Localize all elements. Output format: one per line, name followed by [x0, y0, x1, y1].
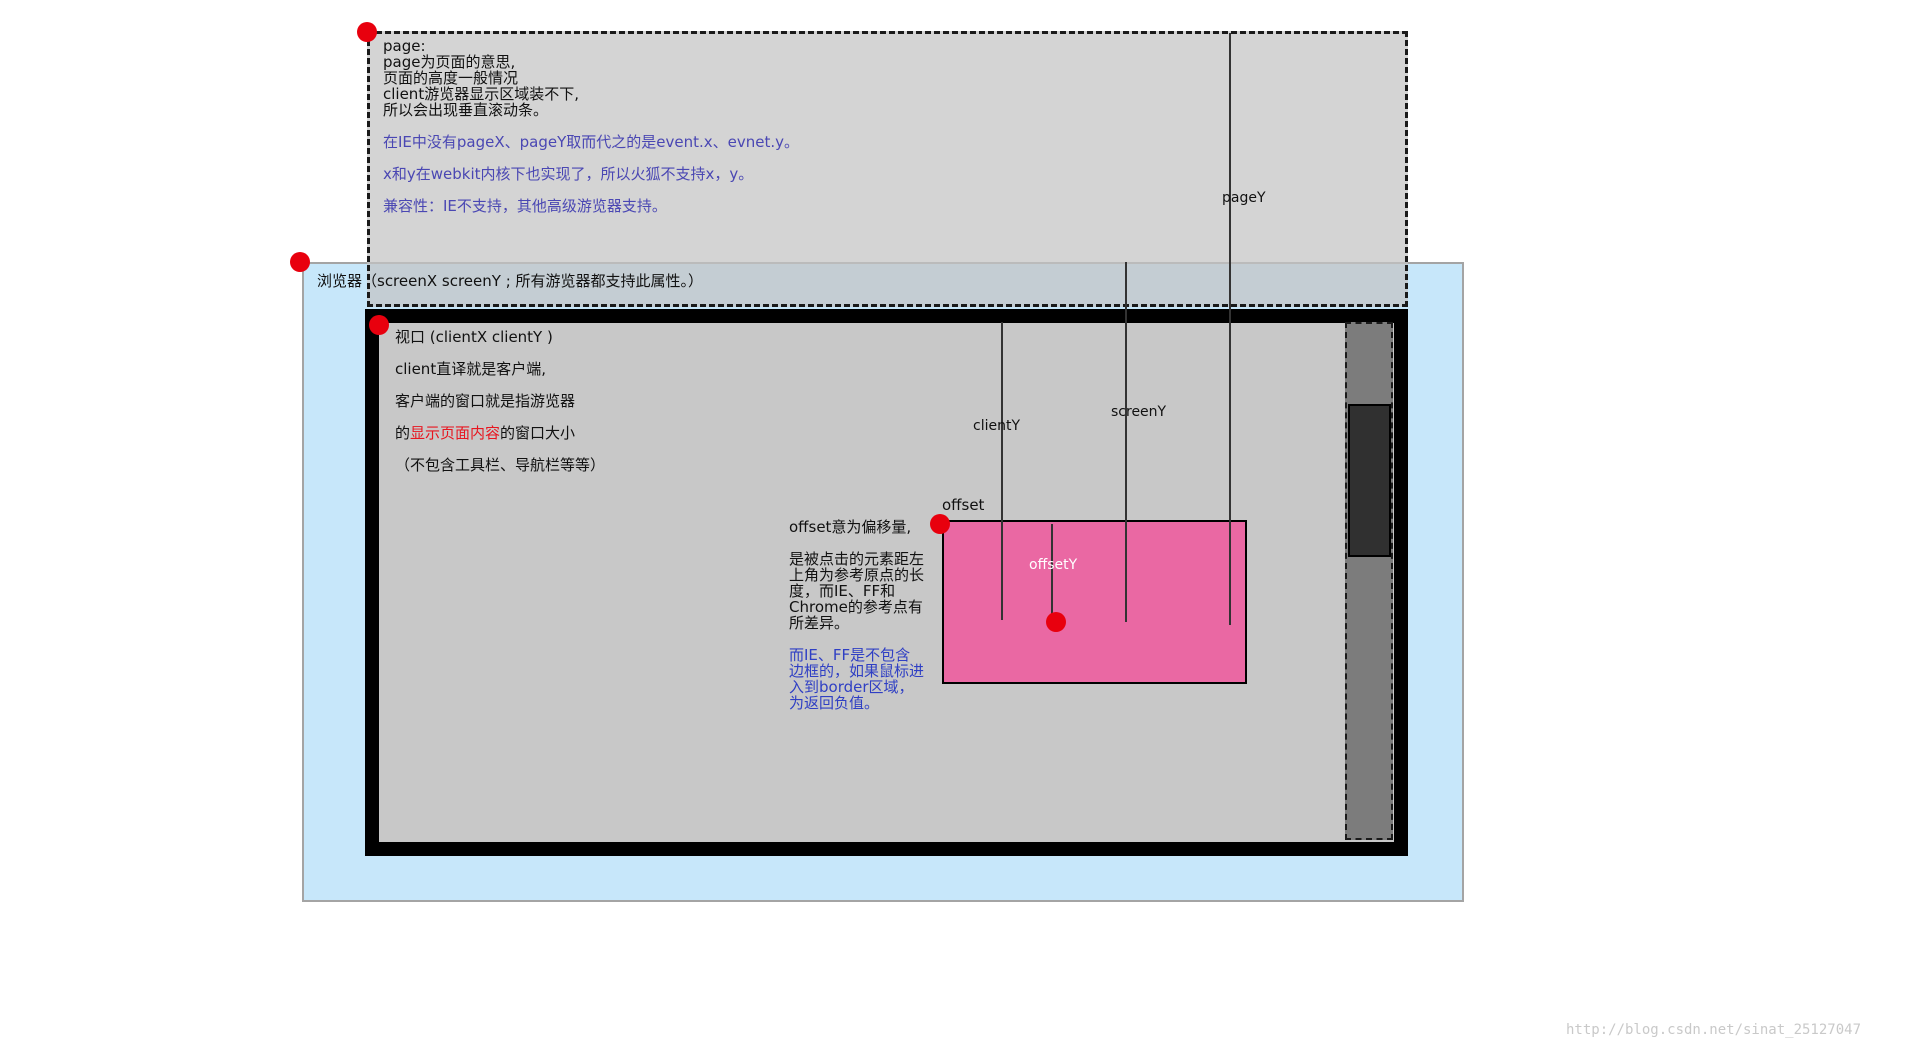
offset-desc-3-line-2: 边框的，如果鼠标进 — [789, 662, 925, 680]
offset-desc-2-line-3: 度，而IE、FF和 — [789, 582, 896, 600]
viewport-line-1: client直译就是客户端, — [395, 360, 546, 378]
offset-desc-2-line-1: 是被点击的元素距左 — [789, 550, 925, 568]
page-text-line-2: page为页面的意思, — [383, 53, 516, 71]
clienty-label: clientY — [973, 418, 1021, 434]
scrollbar-thumb — [1348, 404, 1391, 557]
browser-origin-dot — [290, 252, 310, 272]
screeny-line — [1125, 262, 1127, 622]
viewport-line-3: 的显示页面内容的窗口大小 — [395, 425, 575, 441]
click-point-dot — [1046, 612, 1066, 632]
clienty-line — [1001, 322, 1003, 620]
pagey-label: pageY — [1222, 190, 1266, 206]
offset-element-box — [942, 520, 1247, 684]
page-note-2: x和y在webkit内核下也实现了，所以火狐不支持x，y。 — [383, 165, 754, 183]
viewport-origin-dot — [369, 315, 389, 335]
viewport-line-2: 客户端的窗口就是指游览器 — [395, 392, 576, 410]
page-box — [367, 31, 1408, 307]
offset-desc-2-line-2: 上角为参考原点的长 — [789, 566, 925, 584]
offset-label: offset — [942, 496, 985, 514]
offsety-line — [1051, 524, 1053, 624]
page-text-line-1: page: — [383, 37, 426, 55]
offset-desc-2-line-5: 所差异。 — [789, 614, 850, 632]
offsety-label: offsetY — [1029, 557, 1078, 573]
offset-desc-3-line-4: 为返回负值。 — [789, 694, 880, 712]
browser-label: 浏览器（screenX screenY ; 所有游览器都支持此属性。） — [317, 272, 704, 290]
offset-desc-3-line-1: 而IE、FF是不包含 — [789, 646, 911, 664]
viewport-title: 视口 (clientX clientY ) — [395, 328, 553, 346]
page-note-3: 兼容性：IE不支持，其他高级游览器支持。 — [383, 197, 667, 215]
page-text-line-4: client游览器显示区域装不下, — [383, 85, 579, 103]
viewport-box — [365, 309, 1408, 856]
page-note-1: 在IE中没有pageX、pageY取而代之的是event.x、evnet.y。 — [383, 133, 800, 151]
page-text-line-5: 所以会出现垂直滚动条。 — [383, 101, 549, 119]
watermark-text: http://blog.csdn.net/sinat_25127047 — [1566, 1022, 1862, 1038]
viewport-line-3-before: 的 — [395, 424, 411, 442]
viewport-line-3-highlight: 显示页面内容 — [410, 424, 501, 442]
offset-desc-1: offset意为偏移量, — [789, 518, 912, 536]
page-text-line-3: 页面的高度一般情况 — [383, 69, 519, 87]
page-origin-dot — [357, 22, 377, 42]
offset-desc-2-line-4: Chrome的参考点有 — [789, 598, 923, 616]
pagey-line — [1229, 33, 1231, 625]
offset-desc-3-line-3: 入到border区域， — [789, 678, 914, 696]
viewport-line-4: （不包含工具栏、导航栏等等） — [395, 456, 606, 474]
offset-origin-dot — [930, 514, 950, 534]
screeny-label: screenY — [1111, 404, 1167, 420]
scrollbar-track — [1345, 322, 1393, 840]
viewport-line-3-after: 的窗口大小 — [500, 424, 576, 442]
